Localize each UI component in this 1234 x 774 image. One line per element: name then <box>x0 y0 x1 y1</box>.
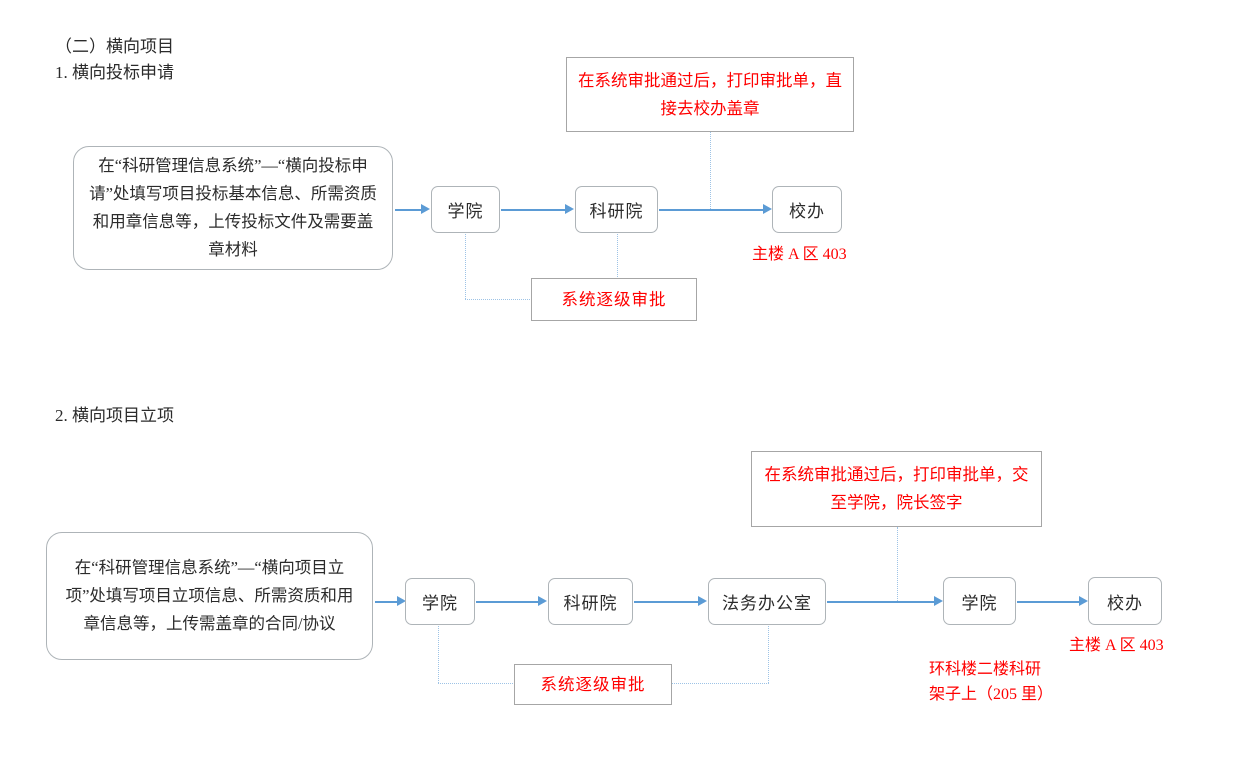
flow2-dotted-callout-to-arrow <box>897 527 898 601</box>
flow2-arrow-fawu-to-xueyuan-line <box>827 601 936 603</box>
flow1-dotted-xueyuan-down <box>465 234 466 299</box>
flow2-node-xiaoban: 校办 <box>1088 577 1162 625</box>
flow2-arrow-xueyuan-to-keyanyuan-head <box>538 596 547 606</box>
flow1-heading: 1. 横向投标申请 <box>55 63 174 82</box>
flow1-arrow-keyanyuan-to-xiaoban-head <box>763 204 772 214</box>
flow1-arrow-desc-to-xueyuan-line <box>395 209 423 211</box>
flow1-node-keyanyuan: 科研院 <box>575 186 658 233</box>
flow1-dotted-callout-to-arrow <box>710 132 711 211</box>
flow2-arrow-xueyuan-to-xiaoban-head <box>1079 596 1088 606</box>
flow2-description-text: 在“科研管理信息系统”—“横向项目立项”处填写项目立项信息、所需资质和用章信息等… <box>65 558 354 633</box>
flow2-arrow-xueyuan-to-keyanyuan-line <box>476 601 540 603</box>
flow2-heading: 2. 横向项目立项 <box>55 406 174 425</box>
flow1-arrow-xueyuan-to-keyanyuan-line <box>501 209 567 211</box>
section-title: （二）横向项目 <box>55 37 174 56</box>
flow2-dotted-xueyuan-right <box>438 683 515 684</box>
flow2-dotted-fawu-down <box>768 626 769 683</box>
flow2-callout-system-approval: 系统逐级审批 <box>514 664 672 705</box>
flow1-arrow-desc-to-xueyuan-head <box>421 204 430 214</box>
flow1-dotted-keyanyuan-down <box>617 234 618 279</box>
flow1-arrow-xueyuan-to-keyanyuan-head <box>565 204 574 214</box>
flow2-annotation-xiaoban-location: 主楼 A 区 403 <box>1069 637 1164 654</box>
flow2-arrow-desc-to-xueyuan-head <box>397 596 406 606</box>
flow1-callout-print-approval-text: 在系统审批通过后，打印审批单，直接去校办盖章 <box>578 70 842 118</box>
flow2-arrow-keyanyuan-to-fawu-line <box>634 601 700 603</box>
flow1-node-xiaoban: 校办 <box>772 186 842 233</box>
flow1-node-xiaoban-label: 校办 <box>789 202 825 221</box>
flow1-dotted-xueyuan-right <box>465 299 532 300</box>
flow2-callout-print-approval-text: 在系统审批通过后，打印审批单，交至学院，院长签字 <box>764 465 1029 512</box>
flow2-arrow-keyanyuan-to-fawu-head <box>698 596 707 606</box>
flow1-callout-system-approval-text: 系统逐级审批 <box>561 289 667 309</box>
flow1-arrow-keyanyuan-to-xiaoban-line <box>659 209 765 211</box>
flow2-node-fawu-bangongshi-label: 法务办公室 <box>722 594 812 613</box>
flow2-node-keyanyuan-label: 科研院 <box>563 594 618 613</box>
flow2-node-keyanyuan: 科研院 <box>548 578 633 625</box>
flow1-node-keyanyuan-label: 科研院 <box>589 202 644 221</box>
flow1-description-text: 在“科研管理信息系统”—“横向投标申请”处填写项目投标基本信息、所需资质和用章信… <box>89 156 377 259</box>
flow2-callout-print-approval: 在系统审批通过后，打印审批单，交至学院，院长签字 <box>751 451 1042 527</box>
flow2-annotation-xueyuan-location-line1: 环科楼二楼科研 <box>929 661 1042 678</box>
flow1-callout-system-approval: 系统逐级审批 <box>531 278 697 321</box>
flow2-node-xueyuan-2-label: 学院 <box>961 593 998 613</box>
flow2-node-fawu-bangongshi: 法务办公室 <box>708 578 826 625</box>
flow1-description-box: 在“科研管理信息系统”—“横向投标申请”处填写项目投标基本信息、所需资质和用章信… <box>73 146 393 270</box>
flow1-callout-print-approval: 在系统审批通过后，打印审批单，直接去校办盖章 <box>566 57 854 132</box>
flow2-arrow-desc-to-xueyuan-line <box>375 601 399 603</box>
flow1-node-xueyuan-label: 学院 <box>447 202 484 221</box>
flow2-arrow-fawu-to-xueyuan-head <box>934 596 943 606</box>
flow2-node-xiaoban-label: 校办 <box>1107 593 1143 613</box>
flow2-node-xueyuan-2: 学院 <box>943 577 1016 625</box>
flow2-node-xueyuan-1: 学院 <box>405 578 475 625</box>
flow1-annotation-xiaoban-location: 主楼 A 区 403 <box>752 246 847 263</box>
flow2-node-xueyuan-1-label: 学院 <box>422 594 458 613</box>
flow2-arrow-xueyuan-to-xiaoban-line <box>1017 601 1081 603</box>
flow2-dotted-fawu-left <box>671 683 769 684</box>
flow2-dotted-xueyuan-down <box>438 626 439 683</box>
flow2-description-box: 在“科研管理信息系统”—“横向项目立项”处填写项目立项信息、所需资质和用章信息等… <box>46 532 373 660</box>
flow2-annotation-xueyuan-location-line2: 架子上（205 里） <box>929 686 1054 703</box>
flow2-callout-system-approval-text: 系统逐级审批 <box>540 674 646 694</box>
flow1-node-xueyuan: 学院 <box>431 186 500 233</box>
